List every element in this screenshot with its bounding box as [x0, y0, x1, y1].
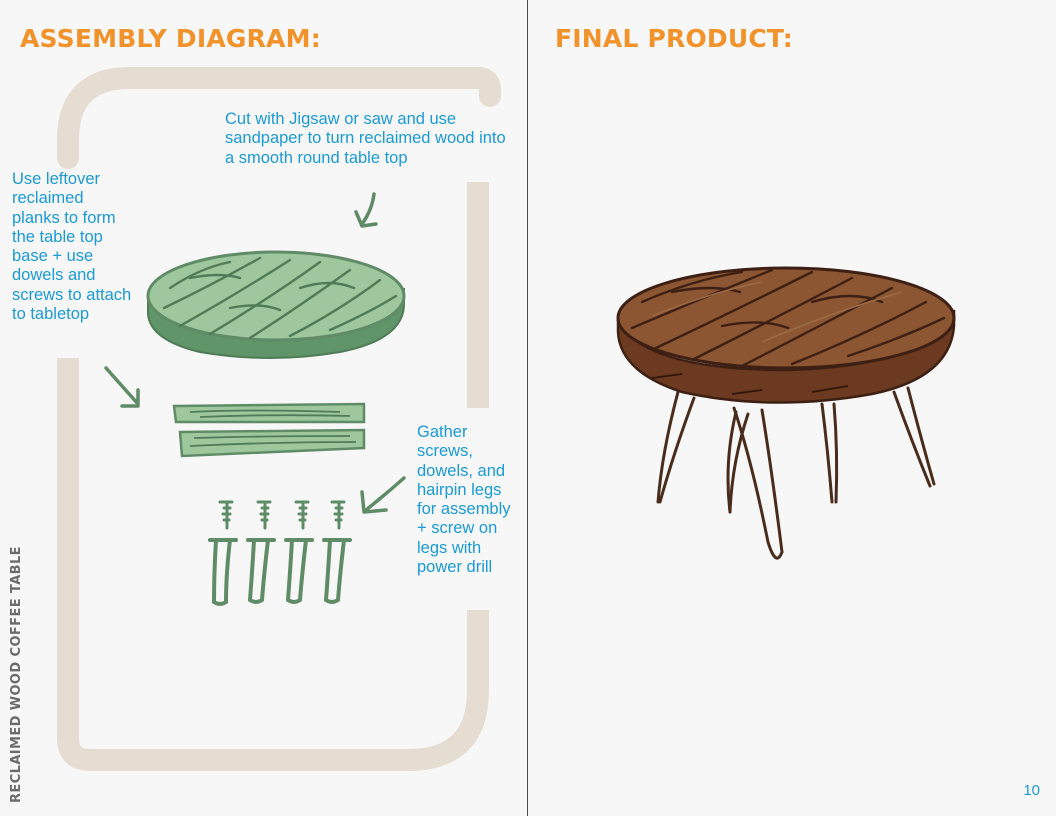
note-planks-base: Use leftover reclaimed planks to form th… — [12, 170, 132, 324]
arrow-to-hardware-icon — [360, 476, 406, 514]
page-number: 10 — [1023, 782, 1040, 799]
hairpin-leg-illustration — [208, 538, 352, 606]
plank-illustration — [172, 402, 366, 458]
page-divider — [527, 0, 528, 816]
arrow-to-tabletop-icon — [354, 192, 378, 228]
tabletop-illustration — [146, 250, 406, 359]
side-title: RECLAIMED WOOD COFFEE TABLE — [9, 546, 24, 803]
arrow-to-planks-icon — [104, 366, 140, 408]
screw-illustration — [218, 500, 346, 530]
note-gather-hardware: Gather screws, dowels, and hairpin legs … — [417, 423, 511, 577]
note-cut-tabletop: Cut with Jigsaw or saw and use sandpaper… — [225, 110, 506, 167]
final-product-heading: FINAL PRODUCT: — [555, 24, 793, 53]
coffee-table-illustration — [616, 266, 956, 560]
assembly-diagram-heading: ASSEMBLY DIAGRAM: — [20, 24, 321, 53]
diagram-frame — [57, 67, 501, 771]
